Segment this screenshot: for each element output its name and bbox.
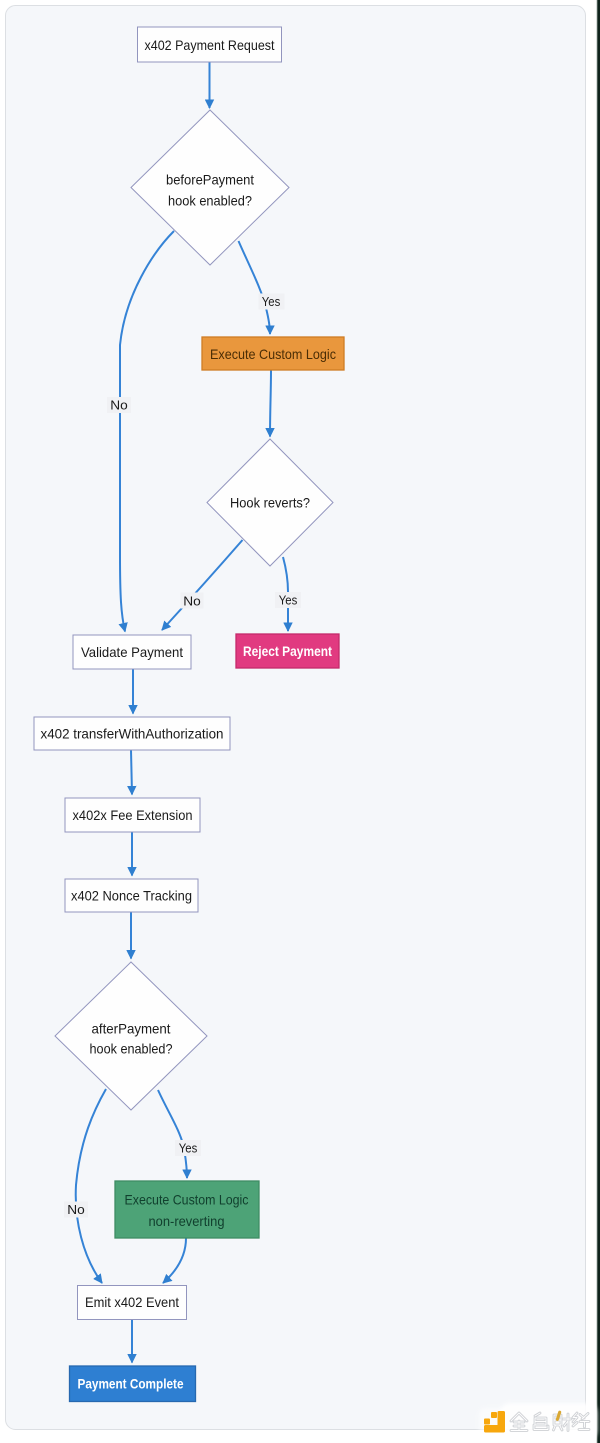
svg-text:x402 Payment Request: x402 Payment Request [145,37,275,53]
svg-text:afterPayment: afterPayment [92,1021,171,1037]
svg-text:x402 Nonce Tracking: x402 Nonce Tracking [71,888,192,904]
svg-text:x402 transferWithAuthorization: x402 transferWithAuthorization [41,726,224,742]
svg-text:hook enabled?: hook enabled? [168,193,252,209]
svg-text:Validate Payment: Validate Payment [81,644,183,660]
svg-text:Execute Custom Logic: Execute Custom Logic [125,1192,249,1208]
svg-text:Reject Payment: Reject Payment [243,643,332,659]
svg-text:Execute Custom Logic: Execute Custom Logic [210,346,336,362]
svg-text:beforePayment: beforePayment [166,172,254,188]
svg-text:No: No [183,594,201,609]
svg-text:No: No [67,1202,85,1217]
svg-text:non-reverting: non-reverting [149,1213,225,1229]
svg-text:Emit x402 Event: Emit x402 Event [85,1294,179,1310]
svg-text:hook enabled?: hook enabled? [90,1041,173,1057]
svg-text:No: No [110,398,128,413]
svg-text:Payment Complete: Payment Complete [78,1376,184,1392]
svg-text:Yes: Yes [279,593,298,608]
svg-text:Yes: Yes [179,1141,198,1156]
svg-text:x402x Fee Extension: x402x Fee Extension [73,807,193,823]
svg-text:Hook reverts?: Hook reverts? [230,495,310,511]
svg-text:Yes: Yes [262,294,281,309]
